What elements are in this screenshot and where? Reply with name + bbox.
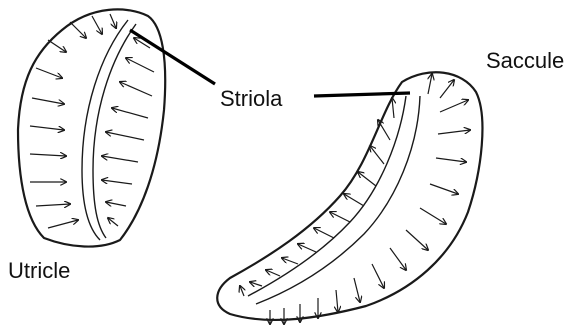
saccule-striola-leader (314, 93, 410, 96)
saccule-arrows-inner (240, 98, 394, 296)
utricle-striola-band-inner (93, 24, 136, 238)
saccule-striola-band-inner (256, 96, 420, 304)
utricle-striola-leader (130, 30, 215, 84)
utricle-label: Utricle (8, 258, 70, 283)
utricle-arrows-outer (30, 14, 116, 228)
saccule-label: Saccule (486, 48, 564, 73)
saccule-arrows-outer (270, 74, 470, 324)
striola-label: Striola (220, 86, 283, 111)
utricle (18, 9, 165, 246)
utricle-striola-band (82, 20, 128, 240)
utricle-outline (18, 9, 165, 246)
utricle-arrows-inner (102, 38, 154, 226)
